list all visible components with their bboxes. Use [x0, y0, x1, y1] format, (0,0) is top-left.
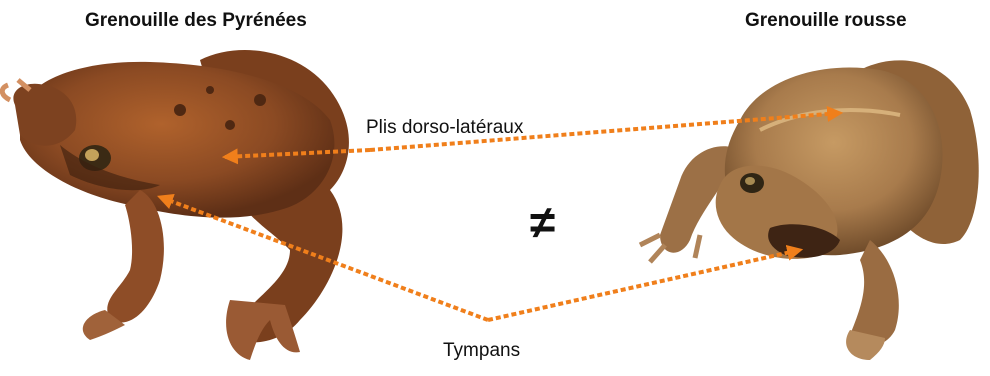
pyrenean-frog-image	[2, 50, 349, 360]
not-equal-symbol: ≠	[530, 199, 555, 245]
tympans-label: Tympans	[443, 340, 520, 362]
arrow-tympan-right	[488, 250, 800, 320]
dorsolateral-folds-label: Plis dorso-latéraux	[366, 117, 523, 139]
common-frog-image	[640, 60, 979, 360]
